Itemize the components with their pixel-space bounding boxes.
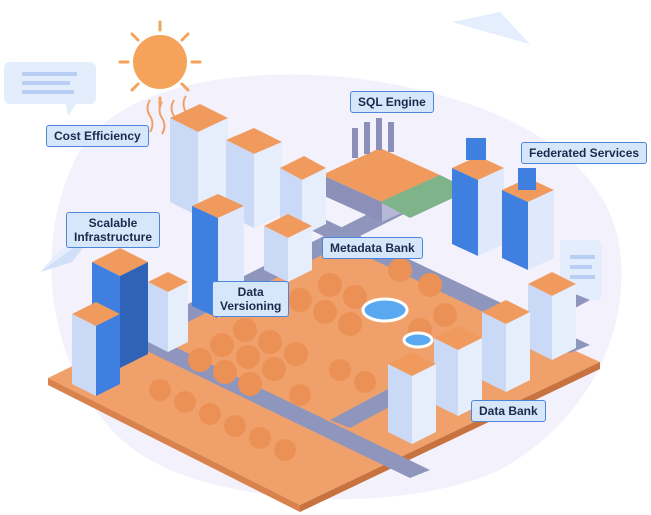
tower-building: [528, 272, 576, 360]
label-federated-services: Federated Services: [521, 142, 648, 164]
label-cost-efficiency: Cost Efficiency: [46, 125, 149, 147]
ground-platform: [48, 240, 600, 505]
tower-building: [502, 168, 554, 270]
tower-building: [72, 302, 120, 396]
tower-building: [452, 138, 504, 256]
ground-platform-edge: [48, 378, 300, 512]
label-metadata-bank: Metadata Bank: [322, 237, 423, 259]
paper-plane-icon: [452, 12, 530, 44]
pond: [361, 297, 409, 323]
tower-building: [482, 300, 530, 392]
pond: [402, 331, 434, 349]
tower-building: [148, 272, 188, 352]
label-data-bank: Data Bank: [471, 400, 546, 422]
tower-building: [264, 214, 312, 282]
label-scalable-infrastructure: Scalable Infrastructure: [66, 212, 161, 248]
chat-bubble-icon: [4, 62, 96, 116]
factory-building: [322, 118, 470, 222]
tower-building: [388, 352, 436, 444]
park-trees: [149, 258, 457, 461]
label-sql-engine: SQL Engine: [350, 91, 434, 113]
tower-building: [434, 326, 482, 416]
label-data-versioning: Data Versioning: [212, 281, 290, 317]
tower-building: [170, 104, 228, 216]
